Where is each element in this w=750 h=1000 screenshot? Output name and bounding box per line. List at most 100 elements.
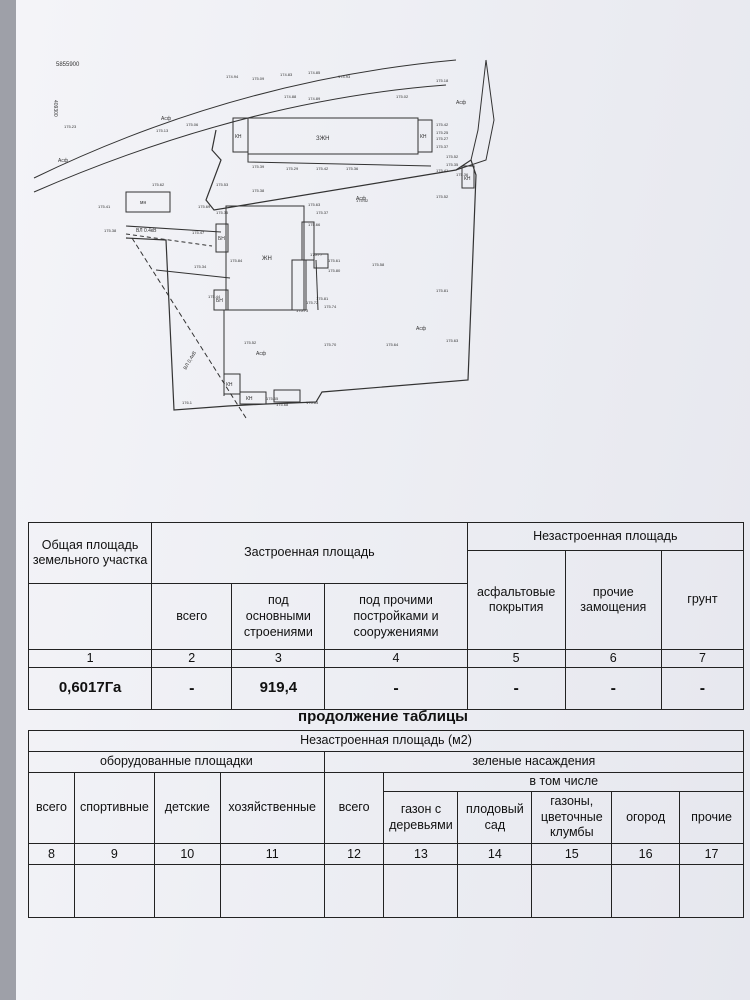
height-mark: 175.73 bbox=[296, 308, 309, 313]
height-mark: 175.34 bbox=[194, 264, 207, 269]
value-built-total: - bbox=[151, 667, 233, 710]
height-mark: 175.68 bbox=[276, 402, 289, 407]
height-mark: 175.29 bbox=[286, 166, 299, 171]
value-cell bbox=[383, 864, 459, 918]
height-mark: 175.81 bbox=[436, 288, 449, 293]
height-mark: 175.65 bbox=[266, 396, 279, 401]
label-asf4: Асф bbox=[256, 351, 266, 357]
value-total-area: 0,6017Га bbox=[27, 667, 153, 710]
col-num: 12 bbox=[323, 843, 385, 866]
col-num: 1 bbox=[27, 649, 153, 669]
header-unbuilt: Незастроенная площадь bbox=[466, 521, 745, 552]
height-mark: 175.39 bbox=[252, 164, 265, 169]
height-mark: 175.70 bbox=[324, 342, 337, 347]
col-num: 13 bbox=[383, 843, 459, 866]
height-mark: 175.81 bbox=[316, 296, 329, 301]
height-mark: 175.44 bbox=[208, 294, 221, 299]
height-mark: 175.42 bbox=[316, 166, 329, 171]
value-cell bbox=[219, 864, 325, 918]
height-mark: 175.52 bbox=[436, 194, 449, 199]
label-kn-small: КН bbox=[226, 382, 233, 388]
height-mark: 175.25 bbox=[436, 130, 449, 135]
height-mark: 175.61 bbox=[328, 258, 341, 263]
height-mark: 175.35 bbox=[446, 162, 459, 167]
height-mark: 174.85 bbox=[308, 70, 321, 75]
document-page: 5855900 409300 ЗЖН КН КН ЖН БН БН КН КН … bbox=[16, 0, 750, 1000]
col-num: 9 bbox=[73, 843, 155, 866]
label-bn-1: БН bbox=[218, 236, 225, 242]
label-zh: ЖН bbox=[262, 256, 272, 262]
height-mark: 175.37 bbox=[436, 144, 449, 149]
height-mark: 175.74 bbox=[324, 304, 337, 309]
col-num: 17 bbox=[679, 843, 744, 866]
c-other: прочие bbox=[679, 790, 744, 845]
value-cell bbox=[153, 864, 221, 918]
col-num: 7 bbox=[660, 649, 745, 669]
height-mark: 175.64 bbox=[386, 342, 399, 347]
height-mark: 175.37 bbox=[316, 210, 329, 215]
header-equipped: оборудованные площадки bbox=[28, 751, 325, 773]
area-table: Общая площадь земельного участка Застрое… bbox=[27, 521, 745, 710]
height-mark: 174.83 bbox=[280, 72, 293, 77]
col-num: 3 bbox=[231, 649, 326, 669]
col-num: 14 bbox=[457, 843, 533, 866]
height-mark: 176.1 bbox=[182, 400, 193, 405]
height-marks: 174.94 175.09 174.83 174.85 174.93 175.18 175.… bbox=[64, 70, 469, 407]
label-kn-small2: КН bbox=[246, 396, 253, 402]
label-asf6: Асф bbox=[58, 158, 68, 164]
value-soil: - bbox=[660, 667, 745, 710]
height-mark: 174.94 bbox=[226, 74, 239, 79]
height-mark: 175.13 bbox=[156, 128, 169, 133]
label-kn-right: КН bbox=[420, 134, 427, 140]
c-total2: всего bbox=[323, 771, 385, 845]
label-line: ВЛ 0.4кВ bbox=[136, 228, 157, 234]
header-total-area: Общая площадь земельного участка bbox=[27, 521, 153, 585]
label-zhn: ЗЖН bbox=[316, 136, 330, 142]
height-mark: 175.84 bbox=[230, 258, 243, 263]
sub-total: всего bbox=[151, 583, 233, 651]
sub-main-buildings: под основными строениями bbox=[231, 583, 326, 651]
label-kn-left: КН bbox=[235, 134, 242, 140]
label-line2: ВЛ 0,4кВ bbox=[183, 350, 199, 371]
label-mn: мн bbox=[140, 200, 146, 206]
label-asf3: Асф bbox=[416, 326, 426, 332]
sub-other-buildings: под прочими постройками и сооружениями bbox=[324, 583, 468, 651]
unbuilt-table: Незастроенная площадь (м2) оборудованные… bbox=[28, 730, 745, 918]
c-garden: огород bbox=[611, 790, 681, 845]
col-num: 11 bbox=[219, 843, 325, 866]
height-mark: 175.35 bbox=[216, 210, 229, 215]
col-num: 10 bbox=[153, 843, 221, 866]
height-mark: 175.52 bbox=[244, 340, 257, 345]
value-main-buildings: 919,4 bbox=[231, 667, 326, 710]
c-orchard: плодовый сад bbox=[457, 790, 533, 845]
height-mark: 175.62 bbox=[152, 182, 165, 187]
height-mark: 175.47 bbox=[192, 230, 205, 235]
height-mark: 175.69 bbox=[198, 204, 211, 209]
value-cell bbox=[531, 864, 613, 918]
height-mark: 175.38 bbox=[104, 228, 117, 233]
height-mark: 175.38 bbox=[252, 188, 265, 193]
height-mark: 175.36 bbox=[346, 166, 359, 171]
value-asphalt: - bbox=[466, 667, 566, 710]
sub-other-paving: прочие замощения bbox=[564, 550, 662, 651]
height-mark: 174.93 bbox=[338, 74, 351, 79]
height-mark: 175.77 bbox=[310, 252, 323, 257]
coord-side: 409300 bbox=[52, 100, 58, 117]
col-num: 6 bbox=[564, 649, 662, 669]
height-mark: 175.63 bbox=[446, 338, 459, 343]
col-num: 4 bbox=[324, 649, 468, 669]
value-other-paving: - bbox=[564, 667, 662, 710]
header-unbuilt-m2: Незастроенная площадь (м2) bbox=[28, 730, 744, 752]
c-household: хозяйственные bbox=[219, 771, 325, 845]
height-mark: 175.18 bbox=[436, 78, 449, 83]
height-mark: 175.02 bbox=[396, 94, 409, 99]
c-total: всего bbox=[28, 771, 75, 845]
height-mark: 175.09 bbox=[252, 76, 265, 81]
height-mark: 174.89 bbox=[308, 96, 321, 101]
value-cell bbox=[611, 864, 681, 918]
site-plan: 5855900 409300 ЗЖН КН КН ЖН БН БН КН КН … bbox=[33, 59, 495, 419]
value-other-buildings: - bbox=[324, 667, 468, 710]
label-kn-lower: КН bbox=[464, 176, 471, 182]
value-cell bbox=[73, 864, 155, 918]
c-flowerbeds: газоны, цветочные клумбы bbox=[531, 790, 613, 845]
